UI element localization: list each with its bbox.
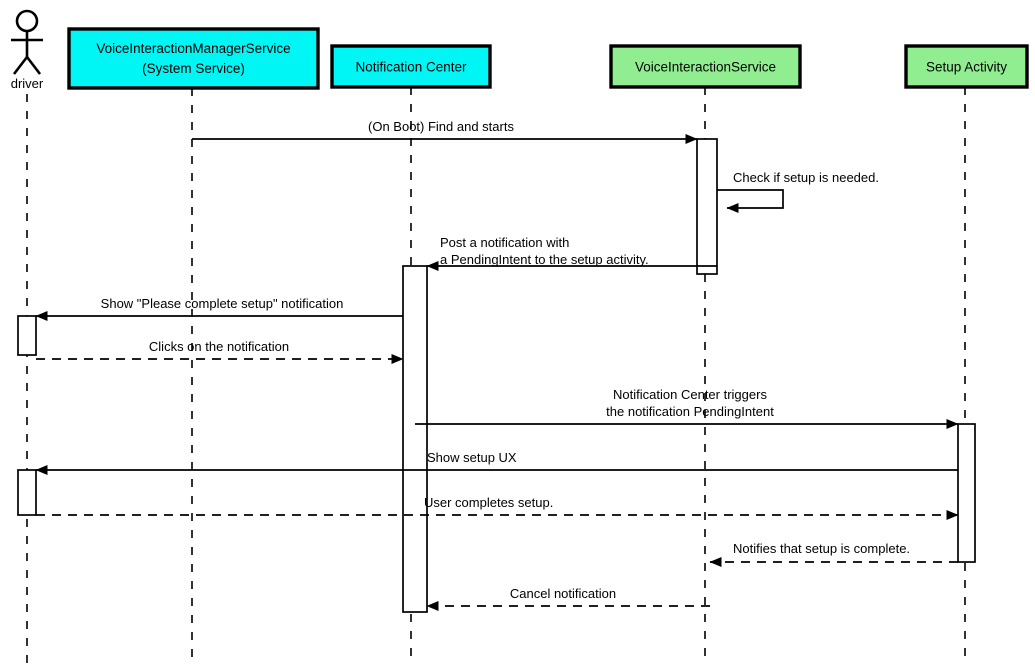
message-label: Show "Please complete setup" notificatio…: [101, 296, 344, 311]
activation-bar-notification_center[interactable]: [402, 265, 428, 613]
message-msg-8[interactable]: User completes setup.: [36, 495, 959, 520]
participant-box-rect: [609, 44, 802, 89]
participant-box-rect: [330, 44, 492, 89]
message-msg-2[interactable]: Check if setup is needed.: [717, 170, 879, 213]
message-label: a PendingIntent to the setup activity.: [440, 252, 649, 267]
message-label: Notification Center triggers: [613, 387, 767, 402]
message-msg-4[interactable]: Show "Please complete setup" notificatio…: [35, 296, 403, 321]
actor-head: [15, 9, 39, 33]
participant-box-notification_center[interactable]: Notification Center: [330, 44, 492, 89]
participant-box-vims[interactable]: VoiceInteractionManagerService (System Se…: [67, 27, 320, 90]
participant-boxes-layer: VoiceInteractionManagerService (System Se…: [67, 27, 1029, 90]
message-msg-10[interactable]: Cancel notification: [426, 586, 710, 611]
message-label: the notification PendingIntent: [606, 404, 774, 419]
message-msg-7[interactable]: Show setup UX: [35, 450, 958, 475]
participant-box-rect: [904, 44, 1029, 89]
message-label: User completes setup.: [424, 495, 553, 510]
message-msg-3[interactable]: Post a notification with a PendingIntent …: [426, 235, 717, 271]
participant-box-vis[interactable]: VoiceInteractionService: [609, 44, 802, 89]
message-label: (On Boot) Find and starts: [368, 119, 514, 134]
actor-leg-right: [25, 56, 42, 75]
actor-name-label: driver: [11, 76, 44, 91]
participant-label: Setup Activity: [926, 60, 1007, 75]
activation-bars-layer: [17, 138, 976, 613]
message-msg-5[interactable]: Clicks on the notification: [36, 339, 404, 364]
actor-driver[interactable]: driver: [11, 9, 44, 91]
activation-bar-vis[interactable]: [696, 138, 718, 275]
participant-label: VoiceInteractionService: [635, 60, 776, 75]
participant-box-rect: [67, 27, 320, 90]
participant-label: Notification Center: [355, 60, 467, 75]
message-self-call-path: [717, 189, 784, 213]
message-msg-1[interactable]: (On Boot) Find and starts: [192, 119, 698, 144]
actor-leg-left: [12, 56, 29, 75]
participant-box-setup_activity[interactable]: Setup Activity: [904, 44, 1029, 89]
message-label: Check if setup is needed.: [733, 170, 879, 185]
message-label: Post a notification with: [440, 235, 569, 250]
message-label: Notifies that setup is complete.: [733, 541, 910, 556]
activation-bar-driver[interactable]: [17, 315, 37, 356]
message-label: Clicks on the notification: [149, 339, 289, 354]
message-label: Show setup UX: [427, 450, 517, 465]
activation-bar-setup_activity[interactable]: [957, 423, 976, 563]
actors-layer: driver: [11, 9, 44, 91]
message-msg-6[interactable]: Notification Center triggers the notifica…: [415, 387, 959, 429]
participant-label: VoiceInteractionManagerService: [96, 41, 290, 56]
activation-bar-driver[interactable]: [17, 469, 37, 516]
message-label: Cancel notification: [510, 586, 616, 601]
message-msg-9[interactable]: Notifies that setup is complete.: [709, 541, 958, 567]
participant-sublabel: (System Service): [142, 61, 245, 76]
